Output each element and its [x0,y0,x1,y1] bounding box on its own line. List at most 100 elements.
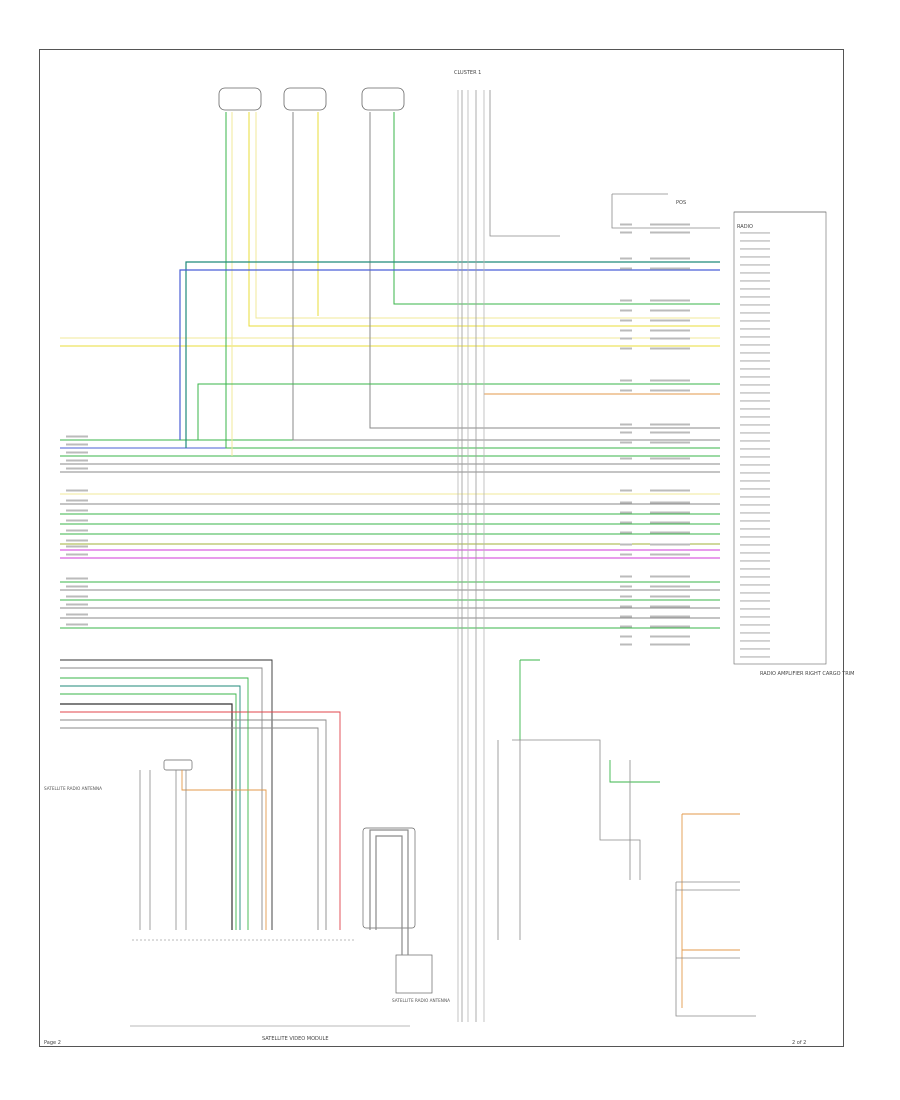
wire-label-mark [620,337,632,340]
wire-label-mark [650,347,690,350]
pin-label-mark [740,456,770,458]
wire [181,770,267,930]
pin-label-mark [740,424,770,426]
pin-label-mark [740,392,770,394]
wire-label-mark [650,223,690,226]
wire-label-mark [620,543,632,546]
pin-label-mark [740,648,770,650]
pin-label-mark [740,608,770,610]
wire [512,739,641,880]
pin-label-mark [740,432,770,434]
wire-label-mark [650,501,690,504]
wire-label-mark [620,441,632,444]
wire-label-mark [650,575,690,578]
wire-label-mark [620,379,632,382]
wire-label-mark [66,499,88,502]
wire [369,112,720,429]
wire-label-mark [650,267,690,270]
wire-label-mark [620,423,632,426]
wire-label-mark [620,319,632,322]
wire-label-mark [620,625,632,628]
pin-label-mark [740,264,770,266]
wire-label-mark [66,519,88,522]
sat-module-label: SATELLITE VIDEO MODULE [262,1036,329,1042]
wire-label-mark [620,489,632,492]
pin-label-mark [740,464,770,466]
pin-label-mark [740,496,770,498]
wire [179,269,720,440]
wire-group [60,90,756,1022]
wire [369,829,409,955]
bottom-boxes [130,759,433,1027]
wire-label-mark [620,329,632,332]
pin-label-mark [740,416,770,418]
wire-label-mark [620,531,632,534]
pin-label-mark [740,568,770,570]
wire-label-mark [650,309,690,312]
wire-label-mark [620,431,632,434]
wire-label-mark [650,431,690,434]
wire-label-mark [650,389,690,392]
wire-label-mark [620,605,632,608]
pin-label-mark [740,576,770,578]
pin-label-mark [740,488,770,490]
wire-label-mark [66,529,88,532]
wire-label-mark [66,603,88,606]
wire [60,711,341,930]
wire-label-mark [650,543,690,546]
pin-label-mark [740,520,770,522]
wire-label-mark [66,443,88,446]
wire-label-mark [66,623,88,626]
wire-label-mark [66,539,88,542]
pin-label-mark [740,280,770,282]
wire [60,693,237,930]
pin-label-mark [740,368,770,370]
wire [60,677,249,930]
wire-label-mark [650,511,690,514]
footer-left: Page 2 [44,1040,61,1046]
wire-label-mark [66,489,88,492]
wire-label-mark [650,595,690,598]
pin-label-mark [740,232,770,234]
wire-label-mark [620,615,632,618]
pin-label-mark [740,616,770,618]
wire [248,112,720,327]
pin-label-mark [740,600,770,602]
pin-label-mark [740,656,770,658]
wire-label-mark [620,511,632,514]
pin-label-mark [740,480,770,482]
wire [292,112,720,441]
pin-label-mark [740,512,770,514]
amp-label: RADIO AMPLIFIER RIGHT CARGO TRIM [760,671,854,677]
wire-label-mark [650,379,690,382]
wire-label-mark [620,223,632,226]
radio-label: RADIO [737,224,753,230]
wire-label-mark [620,309,632,312]
pin-label-mark [740,440,770,442]
wire-label-mark [66,435,88,438]
wire-label-mark [620,575,632,578]
wire-label-mark [66,585,88,588]
diagram-frame [39,49,844,1047]
wire [675,882,756,1017]
wire [185,261,720,448]
pin-label-mark [740,296,770,298]
pin-label-mark [740,552,770,554]
wire-label-mark [650,531,690,534]
wire-label-mark [650,257,690,260]
wire [197,383,720,440]
wire-label-mark [650,423,690,426]
wire-label-mark [620,553,632,556]
wire-label-mark [620,585,632,588]
wire-label-mark [650,643,690,646]
pin-label-mark [740,304,770,306]
pin-label-mark [740,288,770,290]
pin-label-mark [740,528,770,530]
wire-label-mark [66,467,88,470]
pin-label-mark [740,312,770,314]
wire-label-mark [620,299,632,302]
wire-label-mark [620,257,632,260]
wire-label-mark [650,585,690,588]
pin-label-mark [740,560,770,562]
footer-right: 2 of 2 [792,1040,807,1046]
